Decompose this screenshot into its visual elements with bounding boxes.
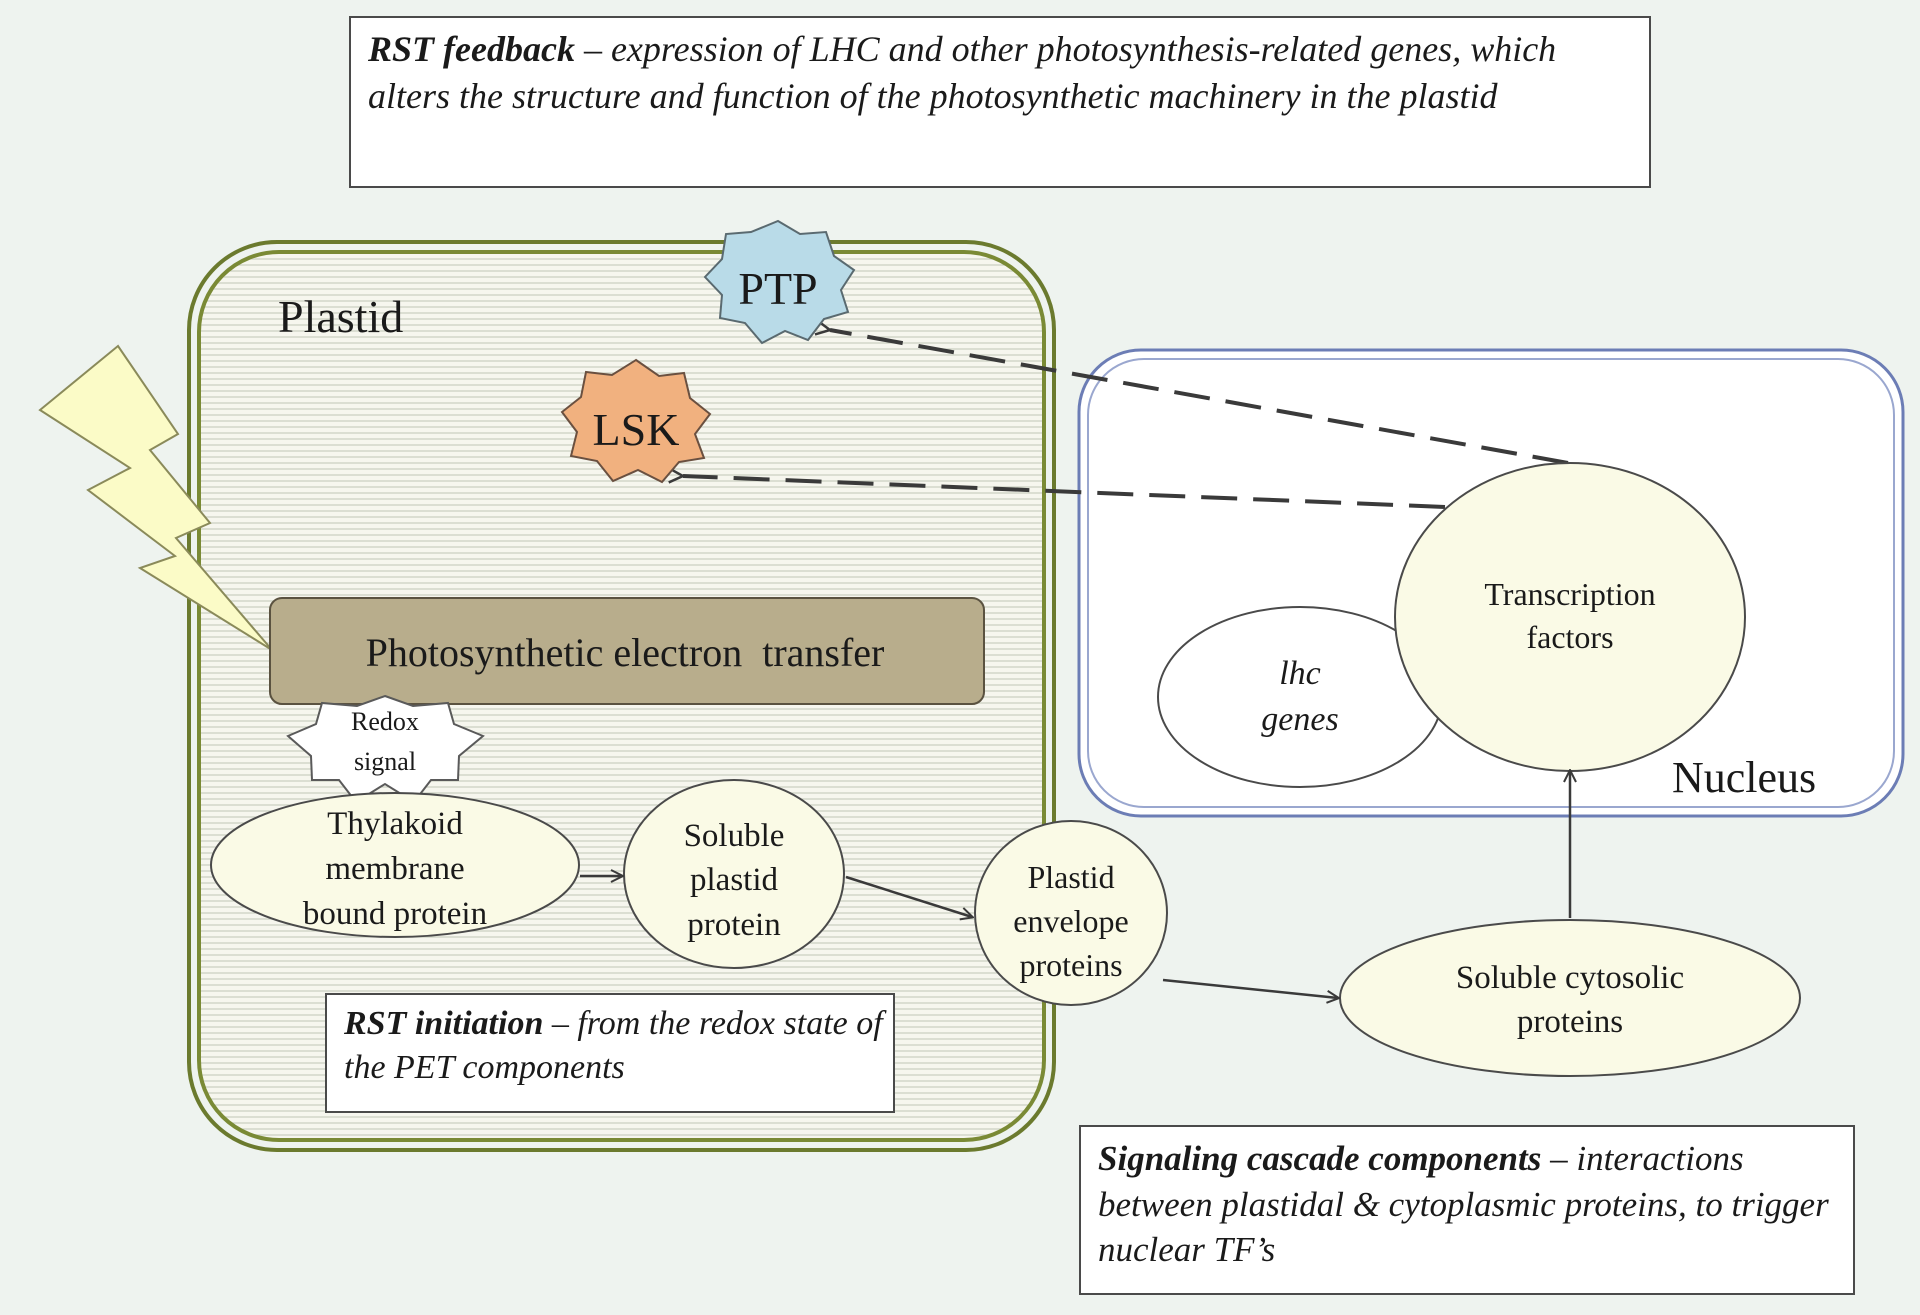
soluble-plastid-label-line3: protein [687, 907, 780, 943]
ptp-label: PTP [738, 263, 817, 314]
initiation-box [325, 993, 895, 1113]
feedback-box [349, 16, 1651, 188]
tf-label-line2: factors [1526, 619, 1613, 655]
thylakoid-label-line1: Thylakoid [327, 806, 463, 842]
thylakoid-ellipse [210, 792, 580, 938]
tf-label-line1: Transcription [1484, 576, 1655, 612]
tf-ellipse [1394, 462, 1746, 772]
envelope-label-line1: Plastid [1027, 859, 1114, 895]
initiation-box-heading: RST initiation [344, 1005, 544, 1042]
cascade-box-text: Signaling cascade components – interacti… [1098, 1136, 1843, 1273]
cascade-box [1079, 1125, 1855, 1295]
lsk-star-shape [560, 358, 712, 484]
initiation-box-text: RST initiation – from the redox state of… [344, 1002, 884, 1090]
soluble-plastid-label-line1: Soluble [684, 818, 785, 854]
lsk-node: LSK [560, 358, 712, 484]
pet-box-shape [269, 597, 985, 705]
soluble-to-envelope-arrow [845, 875, 972, 917]
light-lightning-icon [38, 344, 273, 651]
cascade-box-body: – interactions between plastidal & cytop… [1098, 1139, 1829, 1269]
feedback-box-text: RST feedback – expression of LHC and oth… [368, 26, 1638, 120]
cytosolic-label-line2: proteins [1517, 1004, 1623, 1040]
redox-signal-node: Redox signal [286, 694, 485, 804]
cascade-box-heading: Signaling cascade components [1098, 1139, 1542, 1178]
feedback-box-body: – expression of LHC and other photosynth… [368, 29, 1557, 116]
tf-to-ptp-dashed-arrow [830, 330, 1569, 465]
nucleus-label: Nucleus [1672, 753, 1816, 802]
pet-box: Photosynthetic electron transfer [269, 597, 985, 705]
envelope-label-line2: envelope [1013, 903, 1129, 939]
initiation-box-body: – from the redox state of the PET compon… [344, 1005, 883, 1087]
soluble-plastid-label-line2: plastid [690, 862, 778, 898]
thylakoid-label-line2: membrane [325, 851, 464, 887]
thylakoid-label-line3: bound protein [303, 896, 487, 932]
redox-label-line2: signal [354, 747, 416, 776]
tf-to-lsk-dashed-arrow [683, 476, 1446, 509]
plastid-outer-border [187, 240, 1056, 1152]
plastid-label: Plastid [278, 291, 403, 342]
lhc-genes-label-line2: genes [1261, 701, 1338, 738]
lhc-genes-label-line1: lhc [1279, 655, 1321, 692]
envelope-label-line3: proteins [1019, 947, 1122, 983]
transcription-factors-node: Transcription factors [1394, 462, 1746, 772]
nucleus-inner-border [1087, 358, 1895, 808]
lsk-label: LSK [593, 404, 680, 455]
lhc-genes-node: lhc genes [1157, 606, 1443, 788]
thylakoid-protein-node: Thylakoid membrane bound protein [210, 792, 580, 938]
soluble-plastid-ellipse [623, 779, 845, 969]
cytosolic-label-line1: Soluble cytosolic [1456, 960, 1684, 996]
redox-star-shape [286, 694, 485, 804]
feedback-box-heading: RST feedback [368, 29, 575, 69]
ptp-node: PTP [703, 219, 856, 345]
plastid-envelope-proteins-node: Plastid envelope proteins [974, 820, 1168, 1006]
soluble-cytosolic-proteins-node: Soluble cytosolic proteins [1339, 919, 1801, 1077]
cytosolic-ellipse [1339, 919, 1801, 1077]
envelope-to-cytosolic-arrow [1162, 978, 1338, 998]
soluble-plastid-protein-node: Soluble plastid protein [623, 779, 845, 969]
redox-label-line1: Redox [351, 707, 419, 736]
ptp-star-shape [703, 219, 856, 345]
pet-label: Photosynthetic electron transfer [366, 630, 885, 675]
